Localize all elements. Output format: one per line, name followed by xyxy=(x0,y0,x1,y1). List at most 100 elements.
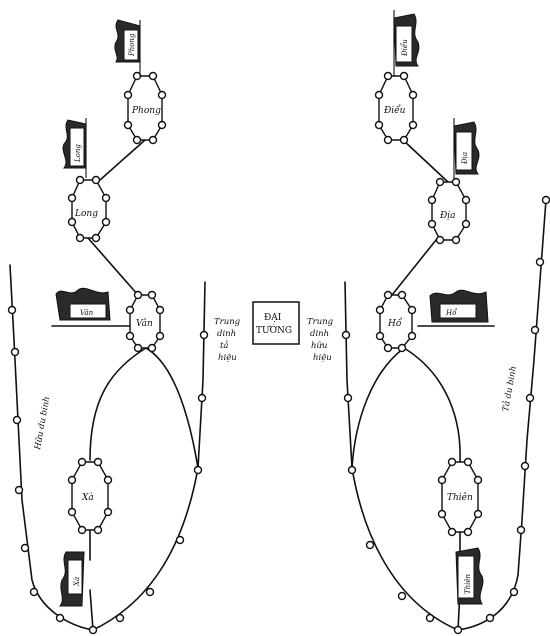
van-node xyxy=(157,307,164,314)
phong-node xyxy=(159,92,166,99)
phong-flag-label: Phong xyxy=(128,33,136,57)
svg-text:Trung: Trung xyxy=(307,317,334,327)
dieu-label: Điểu xyxy=(383,104,406,116)
thien-node xyxy=(465,529,472,536)
phong-node xyxy=(150,73,157,80)
ho-node xyxy=(399,345,406,352)
van-node xyxy=(149,345,156,352)
thien-node xyxy=(475,511,482,518)
dia-node xyxy=(429,197,436,204)
ta-hieu-node xyxy=(195,467,202,474)
long-flag-label: Long xyxy=(74,144,82,163)
van-flag: Vân xyxy=(56,288,110,320)
dieu-node xyxy=(401,137,408,144)
ho-label: Hổ xyxy=(387,317,403,329)
long-node xyxy=(93,235,100,242)
thien-node xyxy=(475,477,482,484)
dieu-node xyxy=(385,73,392,80)
svg-text:Trung: Trung xyxy=(214,317,241,327)
dia-node xyxy=(453,237,460,244)
dia-node xyxy=(437,237,444,244)
phong-node xyxy=(125,122,132,129)
xa-node xyxy=(79,527,86,534)
dia-node xyxy=(437,179,444,186)
huu-du-binh-node xyxy=(12,349,19,356)
dia-node xyxy=(463,197,470,204)
dieu-node xyxy=(376,122,383,129)
huu-hieu-node xyxy=(427,615,434,622)
ta-hieu-node xyxy=(201,332,208,339)
van-node xyxy=(127,307,134,314)
dia-flag: Địa xyxy=(454,118,479,180)
formation-rear-node xyxy=(455,627,462,634)
trung-dinh-ta-hieu-label: Trung dinh tả hiệu xyxy=(214,317,241,363)
huu-hieu-node xyxy=(399,593,406,600)
long-label: Long xyxy=(74,209,98,219)
dieu-node xyxy=(385,137,392,144)
xa-flag: Xà xyxy=(60,552,84,606)
ho-node xyxy=(377,333,384,340)
trung-dinh-huu-hieu-label: Trung dinh hữu hiệu xyxy=(307,317,334,363)
ta-du-binh-node xyxy=(511,589,518,596)
dieu-flag: Điểu xyxy=(394,10,419,76)
svg-text:dinh: dinh xyxy=(217,329,236,339)
xa-node xyxy=(95,459,102,466)
dai-tuong-label-2: TƯỚNG xyxy=(256,324,292,336)
dia-node xyxy=(463,221,470,228)
dai-tuong-box: ĐẠI TƯỚNG xyxy=(253,302,299,344)
ho-node xyxy=(409,333,416,340)
van-label: Vân xyxy=(136,318,153,329)
ta-hieu-node xyxy=(177,537,184,544)
huu-du-binh-node xyxy=(22,545,29,552)
long-node xyxy=(77,177,84,184)
huu-hieu-node xyxy=(345,395,352,402)
huu-du-binh-node xyxy=(31,589,38,596)
ta-du-binh-node xyxy=(518,527,525,534)
long-node xyxy=(77,235,84,242)
dia-flag-label: Địa xyxy=(461,152,469,165)
formation-rear-node xyxy=(90,627,97,634)
svg-text:hữu: hữu xyxy=(311,340,327,351)
left-wing: Phong Phong Long Long xyxy=(9,20,241,634)
xa-node xyxy=(95,527,102,534)
van-node xyxy=(127,333,134,340)
ho-node xyxy=(377,307,384,314)
ho-node xyxy=(385,292,392,299)
xa-node xyxy=(105,509,112,516)
thien-label: Thiên xyxy=(447,492,473,503)
huu-hieu-node xyxy=(349,467,356,474)
svg-text:hiệu: hiệu xyxy=(313,352,332,363)
huu-hieu-node xyxy=(367,542,374,549)
thien-flag-label: Thiên xyxy=(464,573,472,594)
phong-node xyxy=(159,122,166,129)
ta-du-binh-node xyxy=(532,327,539,334)
huu-du-binh-node xyxy=(9,307,16,314)
thien-node xyxy=(449,529,456,536)
ta-du-binh-node xyxy=(527,395,534,402)
van-node xyxy=(157,333,164,340)
dia-node xyxy=(429,221,436,228)
ta-du-binh-node xyxy=(537,259,544,266)
long-node xyxy=(103,219,110,226)
thien-node xyxy=(439,477,446,484)
dai-tuong-label-1: ĐẠI xyxy=(264,313,282,323)
ho-node xyxy=(385,345,392,352)
huu-hieu-node xyxy=(343,332,350,339)
long-node xyxy=(93,177,100,184)
ta-hieu-node xyxy=(117,615,124,622)
long-node xyxy=(103,195,110,202)
thien-node xyxy=(465,459,472,466)
xa-node xyxy=(105,477,112,484)
thien-node xyxy=(439,511,446,518)
xa-node xyxy=(79,459,86,466)
ta-du-binh-node xyxy=(487,615,494,622)
phong-node xyxy=(150,137,157,144)
ta-du-binh-node xyxy=(543,197,550,204)
ho-flag: Hổ xyxy=(430,290,488,322)
dieu-node xyxy=(410,122,417,129)
thien-flag: Thiên xyxy=(456,548,483,604)
svg-text:hiệu: hiệu xyxy=(218,352,237,363)
van-flag-label: Vân xyxy=(80,309,94,317)
ho-flag-label: Hổ xyxy=(445,308,457,317)
